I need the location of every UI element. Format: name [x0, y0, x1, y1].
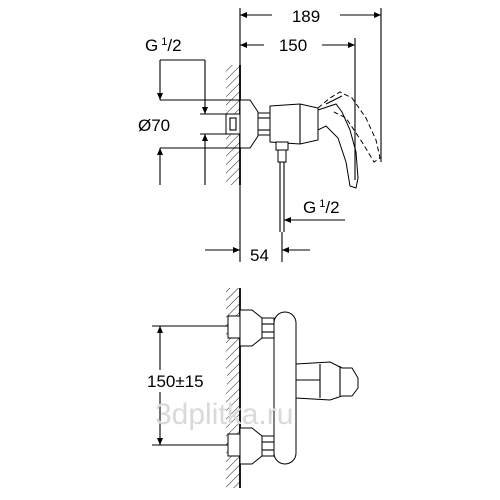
dim-label-centers: 150±15: [147, 372, 204, 391]
lever-top-view: [295, 361, 359, 401]
lower-nut: [261, 435, 275, 457]
eccentric-connector-upper: [227, 315, 241, 339]
outlet-nut: [275, 141, 289, 151]
upper-nut: [261, 317, 275, 339]
dim-label-overall: 189: [292, 7, 320, 26]
top-view: 150±15: [143, 288, 359, 488]
dim-label-lever: 150: [279, 36, 307, 55]
upper-rosette: [239, 309, 263, 347]
dim-label-diameter: Ø70: [138, 116, 170, 135]
outlet-stub: [277, 149, 287, 163]
eccentric-connector-lower: [227, 433, 241, 457]
union-nut: [257, 112, 271, 136]
rosette-flange: [239, 99, 259, 149]
lever-open-position: [317, 91, 381, 163]
eccentric-connector-top: [225, 113, 241, 135]
mixer-body: [269, 103, 319, 145]
dim-label-outlet-offset: 54: [250, 246, 269, 265]
watermark: 3dplitka.ru: [155, 398, 293, 431]
lower-rosette: [239, 427, 263, 465]
lever-handle: [317, 103, 359, 189]
mixer-body-vertical: [273, 311, 297, 465]
